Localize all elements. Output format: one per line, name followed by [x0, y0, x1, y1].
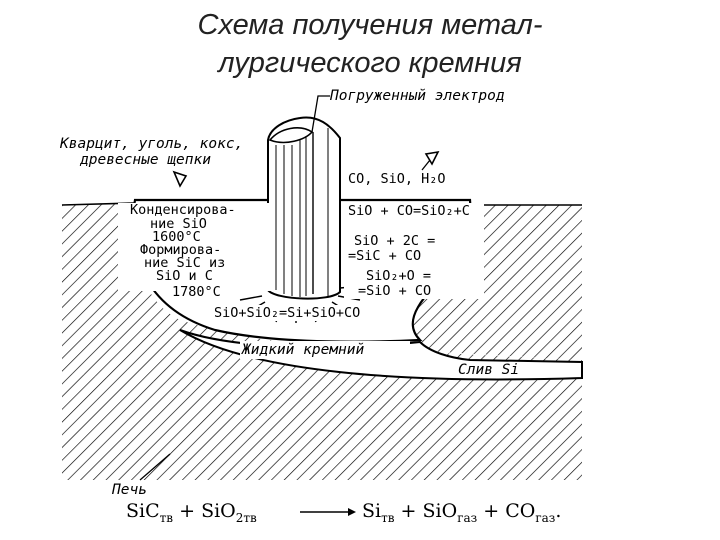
svg-text:SiO + CO=SiO₂+C: SiO + CO=SiO₂+C [348, 203, 470, 219]
electrode-label: Погруженный электрод [329, 88, 505, 104]
gases-label: CO, SiO, H₂O [348, 171, 446, 187]
svg-text:=SiO + CO: =SiO + CO [358, 283, 431, 299]
eq-si-sub: тв [381, 510, 395, 525]
eq-plus-1: + [179, 500, 196, 522]
liquid-silicon-label: Жидкий кремний [241, 342, 364, 358]
svg-text:ние SiC из: ние SiC из [144, 255, 225, 271]
eq-co: CO [505, 500, 536, 522]
svg-text:SiO₂+O =: SiO₂+O = [366, 268, 431, 284]
eq-sio-sub: газ [457, 510, 478, 525]
feed-label-line2: древесные щепки [79, 152, 211, 168]
title-line-2: лургического кремния [218, 47, 522, 79]
diagram-title: Схема получения метал- лургического крем… [150, 6, 590, 82]
eq-sio2-sub: 2тв [235, 510, 257, 525]
feed-arrow-icon [172, 170, 188, 188]
furnace-label: Печь [111, 482, 147, 498]
eq-sic-sub: тв [159, 510, 174, 525]
svg-text:SiO + 2C =: SiO + 2C = [354, 233, 435, 249]
equation-reactants: SiCтв + SiO2тв [126, 500, 257, 525]
electrode-leader [311, 95, 330, 133]
svg-text:=SiC + CO: =SiC + CO [348, 248, 421, 264]
furnace-wall-left [62, 203, 582, 386]
svg-text:1600°C: 1600°C [152, 229, 201, 245]
svg-text:1780°C: 1780°C [172, 284, 221, 300]
eq-plus-2: + [400, 500, 417, 522]
eq-period: . [555, 500, 562, 522]
svg-text:Формирова-: Формирова- [140, 242, 221, 258]
equation-products: Siтв + SiOгаз + COгаз. [362, 500, 561, 525]
immersed-electrode [267, 116, 341, 300]
eq-sio2: SiO [201, 500, 236, 522]
svg-text:Конденсирова-: Конденсирова- [130, 202, 236, 218]
eq-plus-3: + [483, 500, 500, 522]
reaction-main: SiO+SiO₂=Si+SiO+CO [214, 305, 360, 321]
eq-sio: SiO [422, 500, 458, 522]
eq-si: Si [362, 500, 382, 522]
reaction-notes: SiO + CO=SiO₂+C SiO + 2C = =SiC + CO SiO… [344, 203, 484, 299]
svg-text:SiO и C: SiO и C [156, 268, 213, 284]
gas-arrow-icon [424, 150, 440, 166]
furnace-wall-right [408, 205, 582, 360]
furnace-body [62, 372, 582, 480]
drain-label: Слив Si [458, 362, 519, 378]
svg-text:ние SiO: ние SiO [150, 216, 207, 232]
condensation-note: Конденсирова- ние SiO 1600°C Формирова- … [118, 202, 272, 300]
eq-co-sub: газ [535, 510, 556, 525]
title-line-1: Схема получения метал- [197, 9, 543, 41]
feed-label-line1: Кварцит, уголь, кокс, [59, 136, 243, 152]
eq-sic: SiC [126, 500, 160, 522]
